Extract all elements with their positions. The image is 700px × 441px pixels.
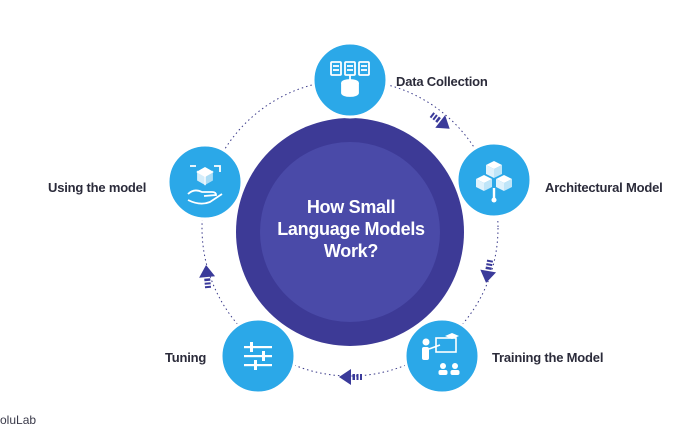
arrow-architecture-to-training — [480, 259, 497, 283]
training-presentation-icon — [422, 333, 460, 375]
step-label-training-the-model: Training the Model — [492, 350, 604, 365]
brand-watermark: oluLab — [0, 413, 37, 427]
step-tuning — [219, 317, 297, 395]
step-data-collection — [311, 41, 389, 119]
step-using-the-model — [166, 143, 244, 221]
center-title-line-1: How Small — [306, 197, 396, 217]
orbit-dotted-ring — [201, 79, 499, 377]
step-architectural-model — [455, 141, 533, 219]
arrow-training-to-tuning — [339, 369, 362, 385]
step-label-using-the-model: Using the model — [48, 180, 147, 195]
database-icon — [330, 61, 370, 97]
step-label-tuning: Tuning — [165, 350, 207, 365]
hand-cube-icon — [187, 165, 223, 205]
arrow-tuning-to-using — [199, 265, 216, 289]
step-label-data-collection: Data Collection — [396, 74, 488, 89]
center-title: How Small Language Models Work? — [268, 196, 434, 262]
step-label-architectural-model: Architectural Model — [545, 180, 663, 195]
cubes-network-icon — [476, 161, 512, 203]
center-inner-circle — [260, 142, 440, 322]
sliders-icon — [244, 342, 272, 370]
step-training-the-model — [403, 317, 481, 395]
center-title-line-2: Language Models — [277, 219, 425, 239]
arrow-data-to-architecture — [429, 112, 450, 129]
center-title-line-3: Work? — [323, 241, 379, 261]
